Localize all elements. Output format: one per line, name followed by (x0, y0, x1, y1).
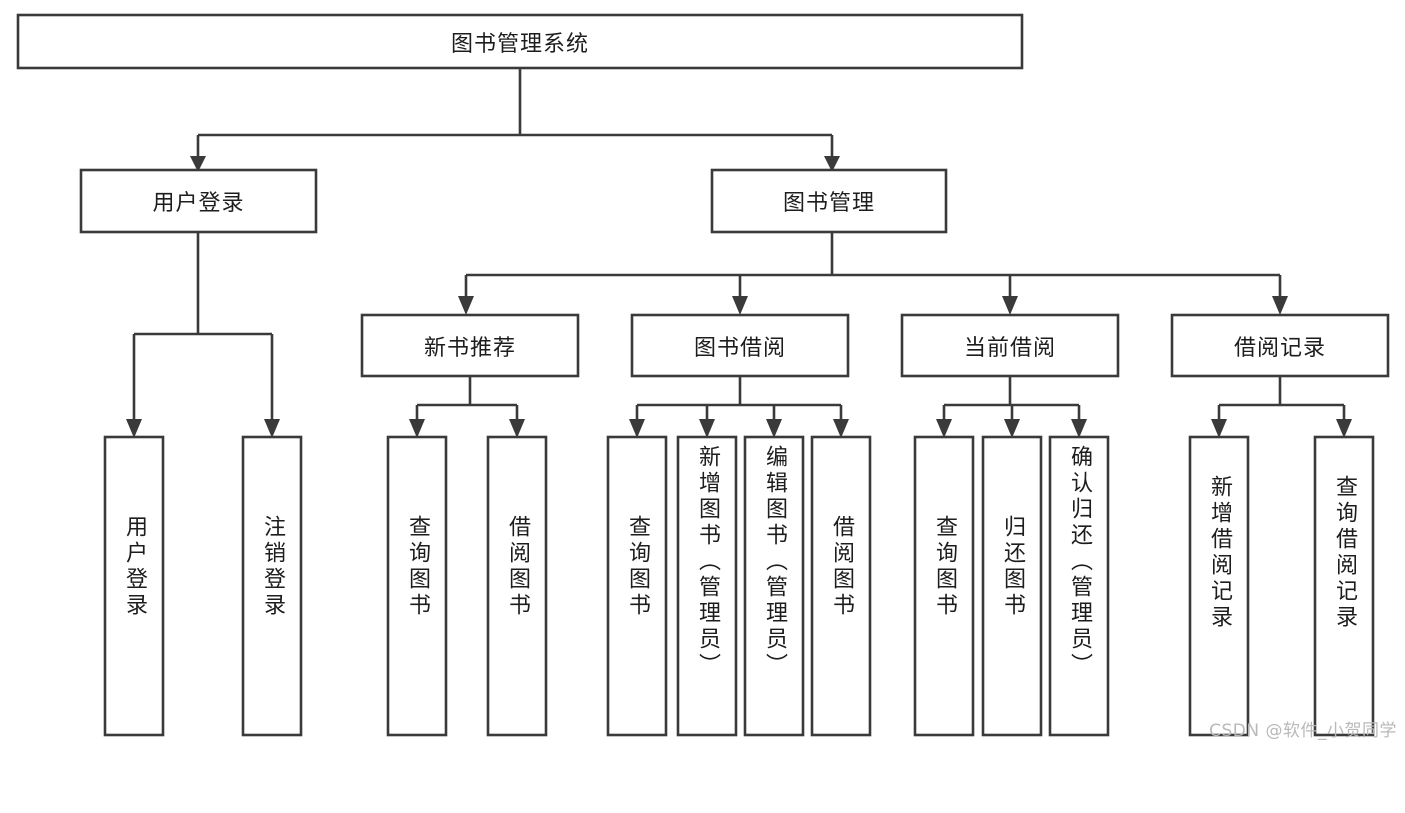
leaf-box-user-login[interactable] (103, 435, 165, 737)
leaf-box-add-borrow-record[interactable] (1188, 435, 1250, 737)
leaf-box-add-book-admin[interactable] (676, 435, 738, 737)
node-box-book-mgmt[interactable] (710, 168, 948, 234)
arrow-to-new-book-rec (458, 296, 474, 315)
leaf-box-query-borrow-record[interactable] (1313, 435, 1375, 737)
leaf-box-borrow-book-rec[interactable] (486, 435, 548, 737)
connector-book-mgmt-to-level3 (458, 232, 1288, 315)
arrow-current-borrow-leaf2 (1004, 419, 1020, 438)
leaf-box-logout[interactable] (241, 435, 303, 737)
arrow-current-borrow-leaf1 (936, 419, 952, 438)
connector-new-book-rec-to-leaves (409, 376, 525, 438)
arrow-borrow-record-leaf1 (1211, 419, 1227, 438)
node-box-borrow-record[interactable] (1170, 313, 1390, 378)
leaf-box-borrow-book[interactable] (810, 435, 872, 737)
connector-book-borrow-to-leaves (629, 376, 849, 438)
leaf-box-edit-book-admin[interactable] (743, 435, 805, 737)
diagram-canvas: 图书管理系统 用户登录 图书管理 新书推荐 图书借阅 当前借阅 借阅记录 用户登… (16, 13, 1397, 741)
arrow-to-book-borrow (732, 296, 748, 315)
connector-user-login-to-leaves (126, 232, 280, 438)
leaf-box-query-book-rec[interactable] (386, 435, 448, 737)
node-box-new-book-rec[interactable] (360, 313, 580, 378)
arrow-book-borrow-leaf1 (629, 419, 645, 438)
arrow-user-login-leaf1 (126, 419, 142, 438)
arrow-book-borrow-leaf4 (833, 419, 849, 438)
arrow-borrow-record-leaf2 (1336, 419, 1352, 438)
tree-diagram-svg (16, 13, 1390, 737)
arrow-user-login-leaf2 (264, 419, 280, 438)
arrow-to-borrow-record (1272, 296, 1288, 315)
arrow-to-current-borrow (1002, 296, 1018, 315)
connector-root-to-level2 (190, 68, 840, 172)
arrow-book-borrow-leaf2 (699, 419, 715, 438)
node-box-current-borrow[interactable] (900, 313, 1120, 378)
leaf-box-query-book-borrow[interactable] (606, 435, 668, 737)
arrow-new-book-rec-leaf2 (509, 419, 525, 438)
arrow-to-book-mgmt (824, 156, 840, 172)
node-box-root[interactable] (16, 13, 1024, 70)
leaf-box-query-book-current[interactable] (913, 435, 975, 737)
leaf-box-confirm-return-admin[interactable] (1048, 435, 1110, 737)
arrow-to-user-login (190, 156, 206, 172)
arrow-new-book-rec-leaf1 (409, 419, 425, 438)
leaf-box-return-book[interactable] (981, 435, 1043, 737)
node-box-book-borrow[interactable] (630, 313, 850, 378)
connector-borrow-record-to-leaves (1211, 376, 1352, 438)
connector-current-borrow-to-leaves (936, 376, 1087, 438)
arrow-book-borrow-leaf3 (766, 419, 782, 438)
arrow-current-borrow-leaf3 (1071, 419, 1087, 438)
node-box-user-login[interactable] (79, 168, 318, 234)
